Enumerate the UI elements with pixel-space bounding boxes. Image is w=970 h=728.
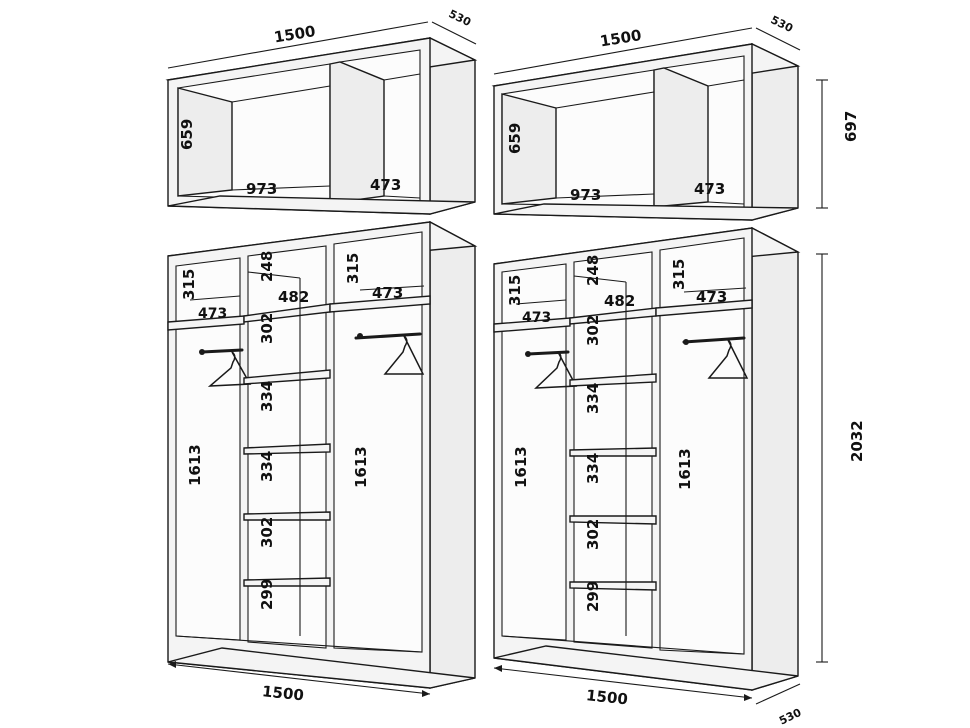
mid-col-s4-label: 302 [258,517,276,548]
r-mid-col-s2-label: 334 [584,383,602,414]
right-top-box: 1500 530 659 973 473 697 [491,13,860,221]
left-top-inner-left-label: 973 [246,180,277,198]
right-col-shelf-width-label: 473 [372,284,403,302]
mid-col-s1-label: 302 [258,313,276,344]
right-hanger-icon-2 [707,339,749,379]
right-main-depth-label: 530 [777,706,804,728]
left-main-side [429,220,476,689]
left-col-top-shelf-label: 315 [180,269,198,300]
right-top-inner-right-label: 473 [694,180,725,198]
r-mid-col-top-label: 248 [584,255,602,286]
left-hanger-icon-2 [534,351,578,389]
r-mid-col-s4-label: 302 [584,519,602,550]
mid-col-s2-label: 334 [258,381,276,412]
r-left-col-top-shelf-label: 315 [506,275,524,306]
r-right-col-hang-height-label: 1613 [676,448,694,490]
left-top-height-label: 659 [178,119,196,150]
r-left-col-shelf-width-label: 473 [522,310,551,326]
right-main-width-label: 1500 [585,686,628,708]
r-left-col-hang-height-label: 1613 [512,446,530,488]
r-right-col-shelf-width-label: 473 [696,288,727,306]
mid-col-s3-label: 334 [258,451,276,482]
left-col-hang-height-label: 1613 [186,444,204,486]
mid-col-s5-label: 299 [258,579,276,610]
left-main-wardrobe: 315 473 1613 248 482 302 334 334 302 299… [167,220,478,704]
right-top-depth-label: 530 [769,13,796,35]
mid-col-shelf-width-label: 482 [278,288,309,306]
left-hanger-icon-1 [207,351,252,387]
r-mid-col-shelf-width-label: 482 [604,292,635,310]
right-top-total-height-label: 697 [842,111,860,142]
r-mid-col-s3-label: 334 [584,453,602,484]
left-top-inner-right-label: 473 [370,176,401,194]
left-col-shelf-width-label: 473 [198,306,227,322]
r-mid-col-s5-label: 299 [584,581,602,612]
right-top-width-label: 1500 [599,26,643,50]
r-mid-col-s1-label: 302 [584,315,602,346]
right-hanger-icon-1 [383,335,425,375]
right-top-height-label: 659 [506,123,524,154]
r-right-col-top-shelf-label: 315 [670,259,688,290]
left-top-depth-label: 530 [447,7,474,29]
left-top-box: 1500 530 659 973 473 [165,7,478,215]
right-main-total-height-label: 2032 [848,420,866,462]
right-col-hang-height-label: 1613 [352,446,370,488]
left-top-width-dimline [167,21,429,69]
left-main-width-label: 1500 [261,682,304,704]
right-col-top-shelf-label: 315 [344,253,362,284]
left-top-depth-dimline [431,21,477,45]
mid-col-top-label: 248 [258,251,276,282]
right-main-wardrobe: 315 473 1613 248 482 302 334 334 302 299… [493,226,866,728]
right-top-inner-left-label: 973 [570,186,601,204]
